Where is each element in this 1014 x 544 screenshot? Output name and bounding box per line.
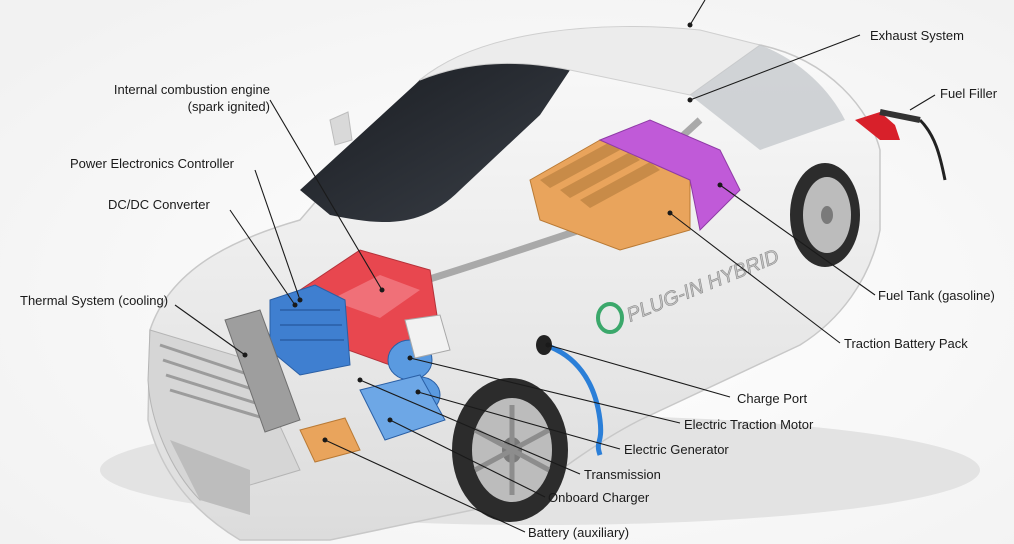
label-transmission: Transmission [584,467,661,482]
windshield [300,63,570,223]
label-power-electronics-controller: Power Electronics Controller [70,156,235,171]
label-electric-generator: Electric Generator [624,442,729,457]
rear-wheel [790,163,860,267]
label-internal-combustion-engine: Internal combustion engine [113,82,270,97]
label-thermal-system: Thermal System (cooling) [20,293,169,308]
label-spark-ignited: (spark ignited) [187,99,270,114]
fuel-tank [598,119,741,232]
label-dcdc-converter: DC/DC Converter [108,197,210,212]
components [224,117,741,463]
leader-dots [242,22,723,443]
label-charge-port: Charge Port [737,391,808,406]
charge-cable [536,335,604,456]
aux-battery [299,417,361,463]
leader-lines [174,0,936,533]
label-fuel-tank: Fuel Tank (gasoline) [878,288,995,303]
label-battery-auxiliary: Battery (auxiliary) [528,525,630,540]
label-traction-battery-pack: Traction Battery Pack [844,336,968,351]
label-onboard-charger: Onboard Charger [548,490,650,505]
label-exhaust-system: Exhaust System [870,28,964,43]
fuel-nozzle [855,109,947,181]
label-electric-traction-motor: Electric Traction Motor [684,417,814,432]
radiator [224,309,301,433]
onboard-charger [359,374,446,441]
label-fuel-filler: Fuel Filler [940,86,998,101]
